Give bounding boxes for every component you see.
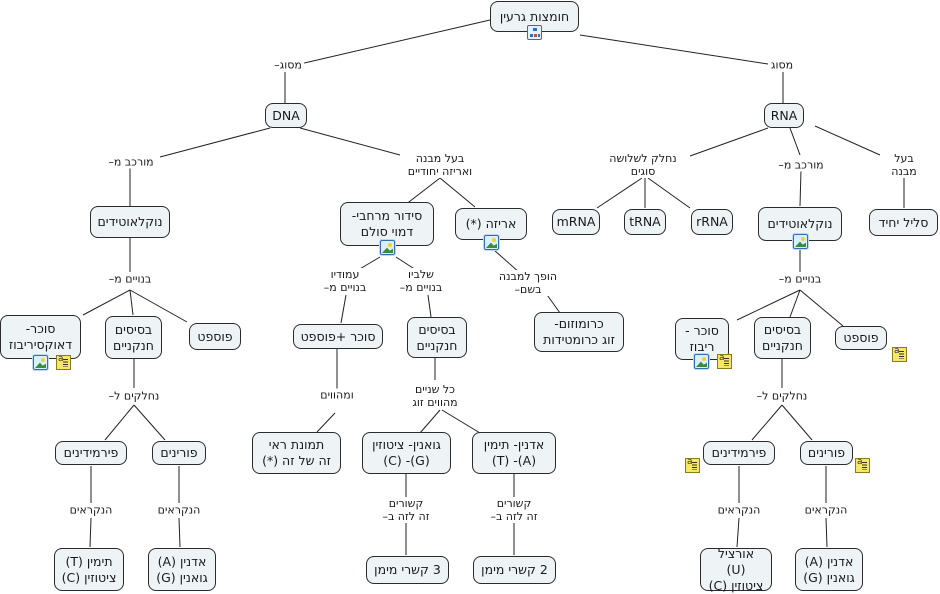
concept-dna-pyrimidine-names[interactable]: תימין (T) ציטוזין (C): [54, 548, 124, 591]
concept-map-icon[interactable]: [527, 25, 542, 40]
concept-dna-pyrimidines[interactable]: פירמידינים: [55, 441, 127, 465]
connector: [357, 256, 381, 271]
link-label-rna-divided: נחלקים ל–: [754, 389, 810, 403]
concept-dna[interactable]: DNA: [265, 103, 307, 128]
connector: [736, 289, 801, 321]
connector: [89, 517, 92, 548]
link-label-bound: קשורים זה לזה ב–: [380, 497, 432, 523]
connector: [299, 19, 491, 65]
connector: [441, 409, 481, 434]
concept-dna-bases[interactable]: בסיסים חנקניים: [105, 316, 162, 359]
text-note-icon[interactable]: [685, 457, 700, 473]
concept-rrna[interactable]: rRNA: [691, 209, 733, 235]
concept-mrna[interactable]: mRNA: [552, 209, 600, 235]
concept-ribose[interactable]: סוכר - ריבוז: [675, 318, 729, 360]
connector: [404, 177, 441, 206]
concept-three-hydrogen-bonds[interactable]: 3 קשרי מימן: [366, 556, 449, 584]
image-icon[interactable]: [33, 355, 48, 370]
connector: [419, 409, 441, 434]
link-label-rna-three: נחלק לשלושה סוגים: [607, 152, 679, 178]
concept-dna-purine-names[interactable]: אדנין (A) גואנין (G): [148, 548, 216, 591]
concept-rna-purines[interactable]: פורינים: [800, 441, 853, 465]
connector: [129, 289, 188, 323]
link-label-called: הנקראים: [67, 503, 115, 517]
concept-sugar-phosphate[interactable]: סוכר +פוספט: [293, 324, 383, 349]
link-label-rna-built: בנויים מ–: [776, 272, 824, 286]
concept-dna-nucleotides[interactable]: נוקלאוטידים: [90, 206, 170, 238]
concept-rna-nucleotides[interactable]: נוקלאוטידים: [758, 207, 842, 241]
connector: [439, 177, 476, 208]
image-icon[interactable]: [484, 235, 499, 250]
connector: [736, 517, 740, 548]
connector: [82, 289, 131, 316]
concept-gc-pair[interactable]: גואנין- ציטוזין (G)- (C): [362, 432, 451, 474]
connector: [647, 177, 691, 209]
connector: [799, 289, 844, 327]
connector: [316, 412, 336, 433]
link-label-each-two: כל שניים מהווים זוג: [410, 383, 460, 409]
link-label-called: הנקראים: [715, 503, 763, 517]
text-note-icon[interactable]: [855, 457, 870, 473]
connector: [133, 404, 166, 441]
connector: [178, 517, 181, 548]
link-label-columns: עמודיו בנויים מ–: [321, 268, 369, 294]
concept-trna[interactable]: tRNA: [624, 209, 666, 235]
concept-spatial-arrangement[interactable]: סידור מרחבי- דמוי סולם: [340, 202, 434, 246]
link-label-dna-structure: בעל מבנה ואריזה יחודיים: [405, 152, 475, 178]
link-label-called: הנקראים: [155, 503, 203, 517]
connector: [299, 127, 401, 156]
connector: [340, 294, 347, 324]
link-label-rna-composed: מורכב מ–: [776, 158, 826, 172]
image-icon[interactable]: [793, 234, 808, 249]
connector: [493, 249, 521, 274]
concept-rna-purine-names[interactable]: אדנין (A) גואנין (G): [795, 548, 863, 591]
link-label-type-rna: מסוג: [768, 58, 796, 72]
connector: [799, 169, 802, 207]
connector: [689, 127, 769, 157]
connector: [427, 294, 432, 318]
connector: [104, 404, 135, 441]
concept-two-hydrogen-bonds[interactable]: 2 קשרי מימן: [473, 556, 556, 584]
concept-rna-pyrimidines[interactable]: פירמידינים: [703, 441, 775, 465]
connector: [129, 289, 134, 316]
link-label-steps: שלביו בנויים מ–: [397, 268, 445, 294]
concept-rna[interactable]: RNA: [764, 103, 804, 128]
link-label-called: הנקראים: [802, 503, 850, 517]
image-icon[interactable]: [694, 354, 709, 369]
connector: [789, 289, 801, 318]
link-label-dna-divided: נחלקים ל–: [106, 389, 162, 403]
connector: [596, 177, 643, 209]
concept-single-strand[interactable]: סליל יחיד: [869, 209, 938, 236]
connector: [579, 34, 769, 65]
connector: [751, 404, 783, 441]
concept-rna-bases[interactable]: בסיסים חנקניים: [754, 317, 811, 359]
text-note-icon[interactable]: [892, 346, 907, 362]
concept-rna-pyrimidine-names[interactable]: אורציל (U) ציטוזין (C): [700, 546, 772, 593]
concept-mirror-image[interactable]: תמונת ראי זה של זה (*): [252, 432, 341, 474]
connector: [395, 256, 417, 271]
concept-rna-phosphate[interactable]: פוספט: [835, 326, 887, 350]
image-icon[interactable]: [380, 240, 395, 255]
concept-at-pair[interactable]: אדנין- תימין (A)- (T): [472, 432, 556, 474]
link-label-dna-built: בנויים מ–: [106, 272, 154, 286]
connector: [159, 127, 271, 158]
connector: [781, 404, 813, 441]
link-label-rna-structure: בעל מבנה: [886, 152, 922, 178]
concept-chromosome[interactable]: כרומוזום- זוג כרומטידות: [534, 312, 624, 352]
concept-dna-phosphate[interactable]: פוספט: [189, 323, 241, 350]
link-label-dna-composed: מורכב מ–: [106, 155, 156, 169]
link-label-type-dna: מסוג–: [272, 58, 304, 72]
connector: [825, 517, 828, 548]
concept-deoxyribose[interactable]: סוכר- דאוקסיריבוז: [0, 315, 81, 359]
connector: [814, 125, 881, 156]
text-note-icon[interactable]: [717, 353, 732, 369]
link-label-becomes: הופך למבנה בשם–: [496, 270, 560, 296]
link-label-bound: קשורים זה לזה ב–: [488, 497, 540, 523]
text-note-icon[interactable]: [56, 354, 71, 370]
concept-steps-bases[interactable]: בסיסים חנקניים: [407, 317, 467, 358]
link-label-and-form: ומהווים: [318, 388, 356, 402]
connector: [789, 127, 801, 156]
concept-dna-purines[interactable]: פורינים: [152, 441, 206, 465]
